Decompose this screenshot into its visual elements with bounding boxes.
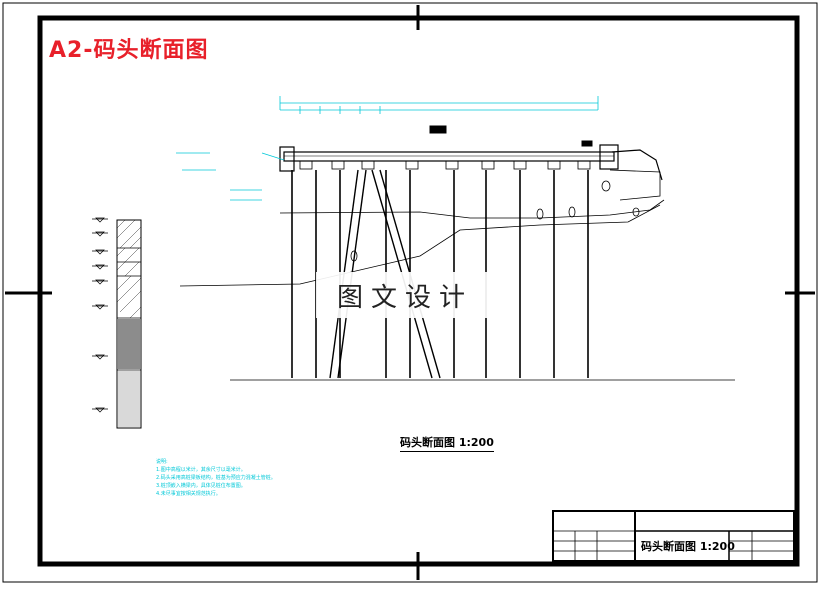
sheet-title: A2-码头断面图 (49, 38, 209, 63)
elevation-mark (92, 279, 108, 285)
note-line: 说明: (156, 459, 168, 465)
soil-column (116, 219, 142, 429)
soil-hatching (116, 219, 142, 319)
centering-marks (5, 5, 815, 580)
riprap-stones (350, 180, 640, 262)
elevation-mark (92, 407, 108, 413)
note-line: 1.图中高程以米计，其余尺寸以毫米计。 (156, 467, 246, 473)
watermark: 图文设计 (316, 272, 494, 318)
note-line: 4.未尽事宜按相关规范执行。 (156, 491, 221, 497)
section-caption: 码头断面图 1:200 (400, 434, 494, 452)
soil-gravel-layer (118, 319, 140, 369)
cyan-leaders (176, 152, 285, 201)
elevation-mark (92, 304, 108, 310)
elevation-mark (92, 217, 108, 223)
elevation-marks (92, 217, 108, 413)
seabed-profile (179, 149, 735, 381)
elevation-mark (92, 249, 108, 255)
title-block (552, 510, 795, 562)
design-notes: 说明: 1.图中高程以米计，其余尺寸以毫米计。 2.码头采用高桩梁板结构，桩基为… (156, 458, 276, 498)
elevation-mark (92, 231, 108, 237)
soil-sand-layer (118, 371, 140, 427)
elevation-mark (92, 264, 108, 270)
dimension-line (279, 96, 599, 114)
note-line: 2.码头采用高桩梁板结构，桩基为预应力混凝土管桩。 (156, 475, 276, 481)
elevation-mark (92, 354, 108, 360)
wharf-deck (279, 125, 619, 172)
note-line: 3.桩顶嵌入横梁内，具体见桩位布置图。 (156, 483, 246, 489)
title-block-title: 码头断面图 1:200 (641, 540, 735, 553)
